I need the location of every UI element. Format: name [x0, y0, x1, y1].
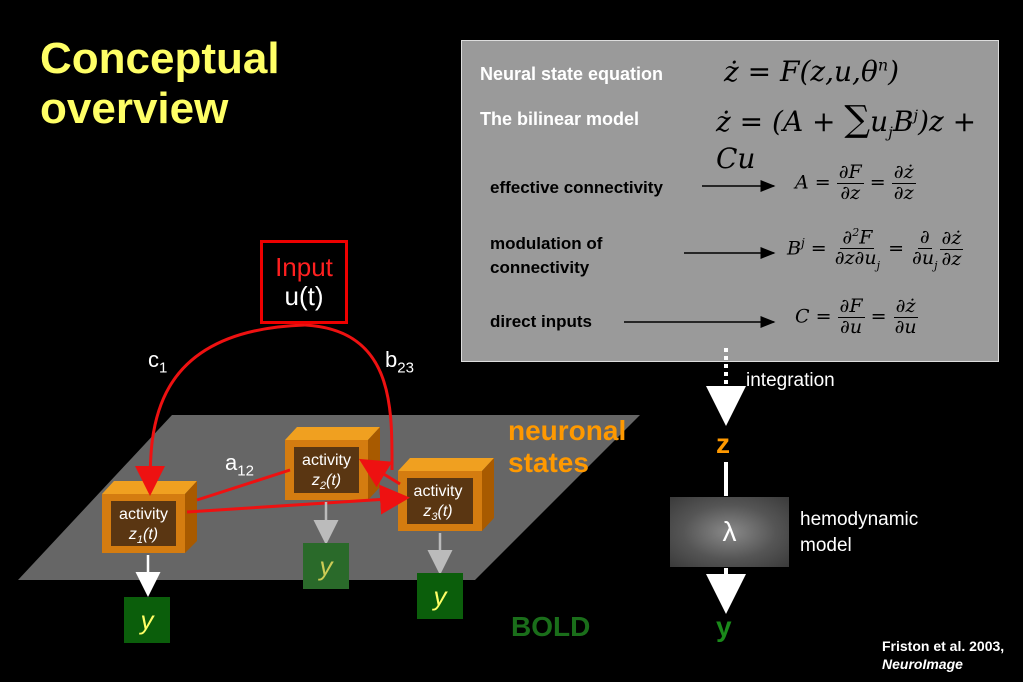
node-2-var: z	[311, 472, 320, 489]
b23-letter: b	[385, 347, 398, 372]
effective-connectivity-label: effective connectivity	[490, 178, 663, 197]
modulation-label-line-2: connectivity	[490, 258, 590, 277]
node-1-sub: 1	[136, 534, 143, 547]
c1-subscript: 1	[159, 359, 168, 377]
node-3-label: activity z3(t)	[405, 482, 471, 527]
effective-connectivity-equation: A = ∂F∂z = ∂ż∂z	[795, 161, 916, 204]
neural-state-label: Neural state equation	[480, 64, 664, 84]
a12-label: a12	[225, 450, 254, 479]
direct-inputs-equation: C = ∂F∂u = ∂ż∂u	[795, 295, 918, 338]
neural-state-equation: ż = F(z,u,θn)	[724, 55, 900, 88]
integration-label: integration	[746, 370, 835, 391]
b23-label: b23	[385, 347, 414, 376]
node-2-sub: 2	[319, 480, 326, 493]
b23-subscript: 23	[397, 359, 414, 377]
z1-to-z3-arrow	[186, 484, 410, 515]
modulation-label-line-1: modulation of	[490, 234, 603, 253]
y-output-box-3: y	[417, 573, 463, 619]
node-1-variable: z1(t)	[106, 525, 181, 550]
input-box: Input u(t)	[260, 240, 348, 324]
page-title: Conceptual overview	[40, 34, 280, 134]
modulation-equation: Bj = ∂2F∂z∂uj = ∂∂uj∂ż∂z	[787, 225, 964, 273]
title-line-2: overview	[40, 84, 229, 133]
c1-letter: c	[148, 347, 159, 372]
node-2-variable: z2(t)	[294, 471, 359, 496]
z3-to-z2-arrow	[358, 458, 401, 488]
bilinear-label: The bilinear model	[480, 109, 640, 129]
y-output-box-2: y	[303, 543, 349, 589]
citation-journal: NeuroImage	[882, 656, 963, 672]
z-label: z	[716, 428, 730, 459]
node-3-var: z	[423, 503, 432, 520]
node-1-var: z	[128, 526, 137, 543]
panel-arrows	[624, 180, 776, 328]
node-3-variable: z3(t)	[405, 502, 471, 527]
direct-inputs-label: direct inputs	[490, 312, 593, 331]
node-1-activity: activity	[119, 506, 168, 523]
a12-connection	[196, 468, 291, 502]
input-title: Input	[275, 252, 333, 282]
neuronal-states-line-1: neuronal	[508, 415, 627, 446]
activity-cube-1	[102, 481, 197, 553]
hemodynamic-label-line-2: model	[800, 535, 852, 556]
node-1-arg: (t)	[143, 526, 159, 543]
title-line-1: Conceptual	[40, 34, 280, 83]
activity-cube-3	[398, 458, 494, 531]
node-2-label: activity z2(t)	[294, 451, 359, 496]
input-to-z1-arrow	[135, 323, 306, 496]
hemodynamic-box: λ	[670, 497, 789, 567]
citation-authors: Friston et al. 2003,	[882, 638, 1005, 654]
modulation-b23-curve	[304, 323, 394, 471]
y-output-box-1: y	[124, 597, 170, 643]
citation: Friston et al. 2003, NeuroImage	[882, 637, 1004, 673]
neuronal-states-label: neuronal states	[508, 415, 626, 479]
bold-y-output: y	[716, 611, 732, 642]
equation-panel: Neural state equation ż = F(z,u,θn) The …	[461, 40, 999, 362]
hemodynamic-label-line-1: hemodynamic	[800, 509, 919, 530]
a12-subscript: 12	[237, 462, 254, 480]
node-3-sub: 3	[431, 511, 438, 524]
c1-label: c1	[148, 347, 167, 376]
node-2-activity: activity	[302, 452, 351, 469]
node-3-activity: activity	[413, 483, 463, 500]
hemodynamic-model-label: hemodynamic model	[800, 507, 918, 559]
modulation-label: modulation of connectivity	[490, 232, 602, 280]
node-3-arg: (t)	[437, 503, 453, 520]
neuronal-states-line-2: states	[508, 447, 589, 478]
node-2-arg: (t)	[326, 472, 342, 489]
bold-label: BOLD	[511, 611, 591, 642]
a12-letter: a	[225, 450, 238, 475]
input-signal: u(t)	[284, 281, 324, 311]
bilinear-equation: ż = (A + ∑ujBj)z + Cu	[716, 99, 977, 175]
node-1-label: activity z1(t)	[106, 505, 181, 550]
